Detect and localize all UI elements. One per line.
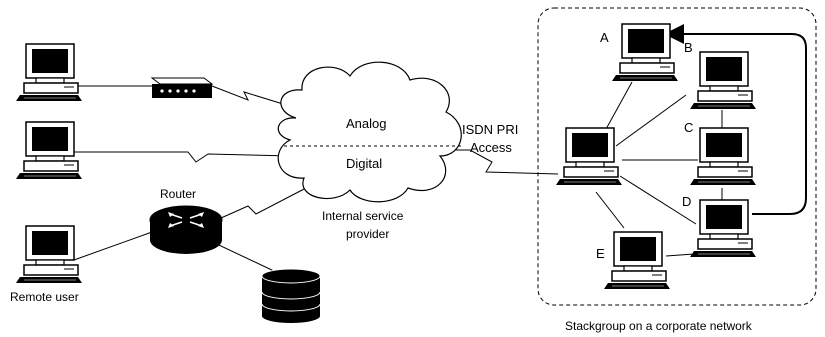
provider-label-line2: provider (346, 227, 389, 241)
router-icon (149, 205, 223, 254)
analog-label: Analog (346, 116, 386, 131)
link-center-d (619, 175, 697, 225)
stack-arrow (664, 24, 807, 215)
desktop-computer-icon (689, 199, 757, 258)
modem-cloud-link (211, 85, 297, 109)
pc2-cloud-link (74, 151, 293, 163)
isdn-label-line1: ISDN PRI (462, 122, 518, 137)
isdn-label-line2: Access (470, 140, 512, 155)
node-label-e: E (596, 246, 605, 261)
stackgroup-caption: Stackgroup on a corporate network (565, 319, 753, 333)
router-label: Router (160, 187, 196, 201)
desktop-computer-icon (689, 127, 757, 186)
node-label-a: A (600, 30, 609, 45)
desktop-computer-icon (15, 43, 83, 102)
stackgroup-boundary (537, 7, 817, 306)
link-center-b (615, 94, 687, 147)
link-e-d (665, 253, 695, 257)
database-icon (261, 268, 321, 323)
desktop-computer-icon (555, 127, 623, 186)
desktop-computer-icon (15, 225, 83, 284)
digital-label: Digital (346, 156, 382, 171)
isdn-link (440, 149, 559, 175)
remote-router-link (73, 231, 153, 261)
cloud-icon (277, 61, 462, 203)
desktop-computer-icon (15, 121, 83, 180)
router-cloud-link (211, 187, 307, 223)
modem-icon (150, 77, 214, 98)
desktop-computer-icon (689, 51, 757, 110)
provider-label-line1: Internal service (322, 209, 404, 223)
desktop-computer-icon (611, 23, 679, 82)
link-center-e (595, 191, 625, 229)
node-label-c: C (684, 120, 693, 135)
remote-user-label: Remote user (10, 290, 79, 304)
desktop-computer-icon (603, 231, 671, 290)
node-label-b: B (684, 40, 693, 55)
node-label-d: D (682, 194, 691, 209)
